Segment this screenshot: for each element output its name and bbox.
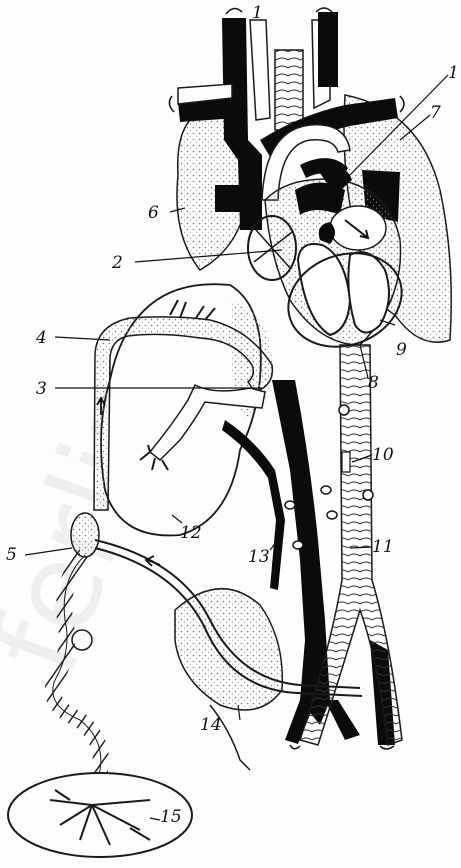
trachea [275, 50, 303, 130]
label-15: 15 [160, 807, 182, 827]
aortic-branch-1 [339, 405, 349, 415]
aortic-branch-2 [363, 490, 373, 500]
arrow-bottom-2 [380, 746, 394, 749]
label-7: 7 [430, 103, 441, 123]
pulmonary-vein-left [215, 185, 262, 212]
label-3: 3 [36, 379, 47, 399]
label-5: 5 [6, 545, 17, 565]
label-12: 12 [180, 523, 202, 543]
label-8: 8 [368, 373, 379, 393]
label-4: 4 [35, 328, 47, 348]
left-atrium-cutaway [330, 206, 386, 250]
umbilical-ring [71, 513, 99, 557]
arrow-right-side [400, 96, 404, 112]
arrow-top-left [226, 8, 242, 14]
label-9: 9 [396, 340, 407, 360]
label-14: 14 [200, 715, 222, 735]
arrow-left-side [169, 96, 174, 112]
label-1: 1 [448, 63, 459, 83]
label-2: 2 [111, 253, 123, 273]
arrow-top-right [316, 8, 332, 12]
label-13: 13 [248, 547, 270, 567]
left-common-carotid [250, 20, 270, 120]
arrow-bottom-1 [290, 745, 300, 749]
label-6: 6 [148, 203, 159, 223]
label-11: 11 [372, 537, 394, 557]
label-10: 10 [372, 445, 394, 465]
aortic-branch-3 [342, 452, 350, 472]
label-1-top: 1 [252, 3, 263, 23]
right-jugular-vein [318, 12, 338, 87]
